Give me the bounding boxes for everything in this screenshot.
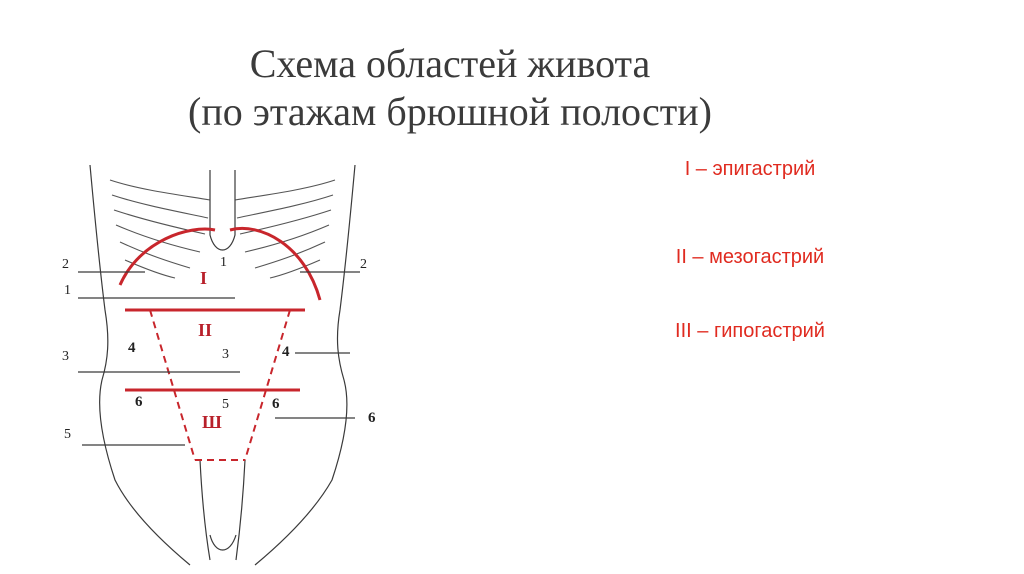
region-label-3: Ш xyxy=(202,412,222,432)
legend-item-hypogastrium: III – гипогастрий xyxy=(675,320,825,342)
title-line-1: Схема областей живота xyxy=(249,41,651,86)
label-left-2: 2 xyxy=(62,257,69,272)
torso-outline xyxy=(89,164,356,566)
label-left-5: 5 xyxy=(64,427,71,442)
label-left-4: 4 xyxy=(128,340,136,356)
rib-cage xyxy=(109,170,336,279)
label-right-6: 6 xyxy=(368,410,376,426)
slide-title: Схема областей живота (по этажам брюшной… xyxy=(0,40,900,136)
costal-arch-line xyxy=(118,227,322,301)
abdomen-diagram: I II Ш 2 2 1 3 5 6 1 3 5 4 4 6 6 xyxy=(50,160,395,570)
label-center-5: 5 xyxy=(222,397,229,412)
label-right-4: 4 xyxy=(282,344,290,360)
label-right-2: 2 xyxy=(360,257,367,272)
region-boundaries xyxy=(118,227,322,461)
label-left-6: 6 xyxy=(135,394,143,410)
label-left-3: 3 xyxy=(62,349,69,364)
right-lateral-dashed-line xyxy=(244,309,291,461)
region-label-1: I xyxy=(200,268,207,288)
legend-item-epigastrium: I – эпигастрий xyxy=(684,158,816,180)
label-center-1: 1 xyxy=(220,255,227,270)
label-left-1: 1 xyxy=(64,283,71,298)
title-line-2: (по этажам брюшной полости) xyxy=(188,89,712,134)
left-lateral-dashed-line xyxy=(149,309,196,461)
pointer-lines xyxy=(78,271,360,446)
legend-item-mesogastrium: II – мезогастрий xyxy=(675,246,825,268)
label-center-3: 3 xyxy=(222,347,229,362)
region-label-2: II xyxy=(198,320,212,340)
abdomen-diagram-svg: I II Ш 2 2 1 3 5 6 1 3 5 4 4 6 6 xyxy=(62,164,376,566)
label-mid-6: 6 xyxy=(272,396,280,412)
